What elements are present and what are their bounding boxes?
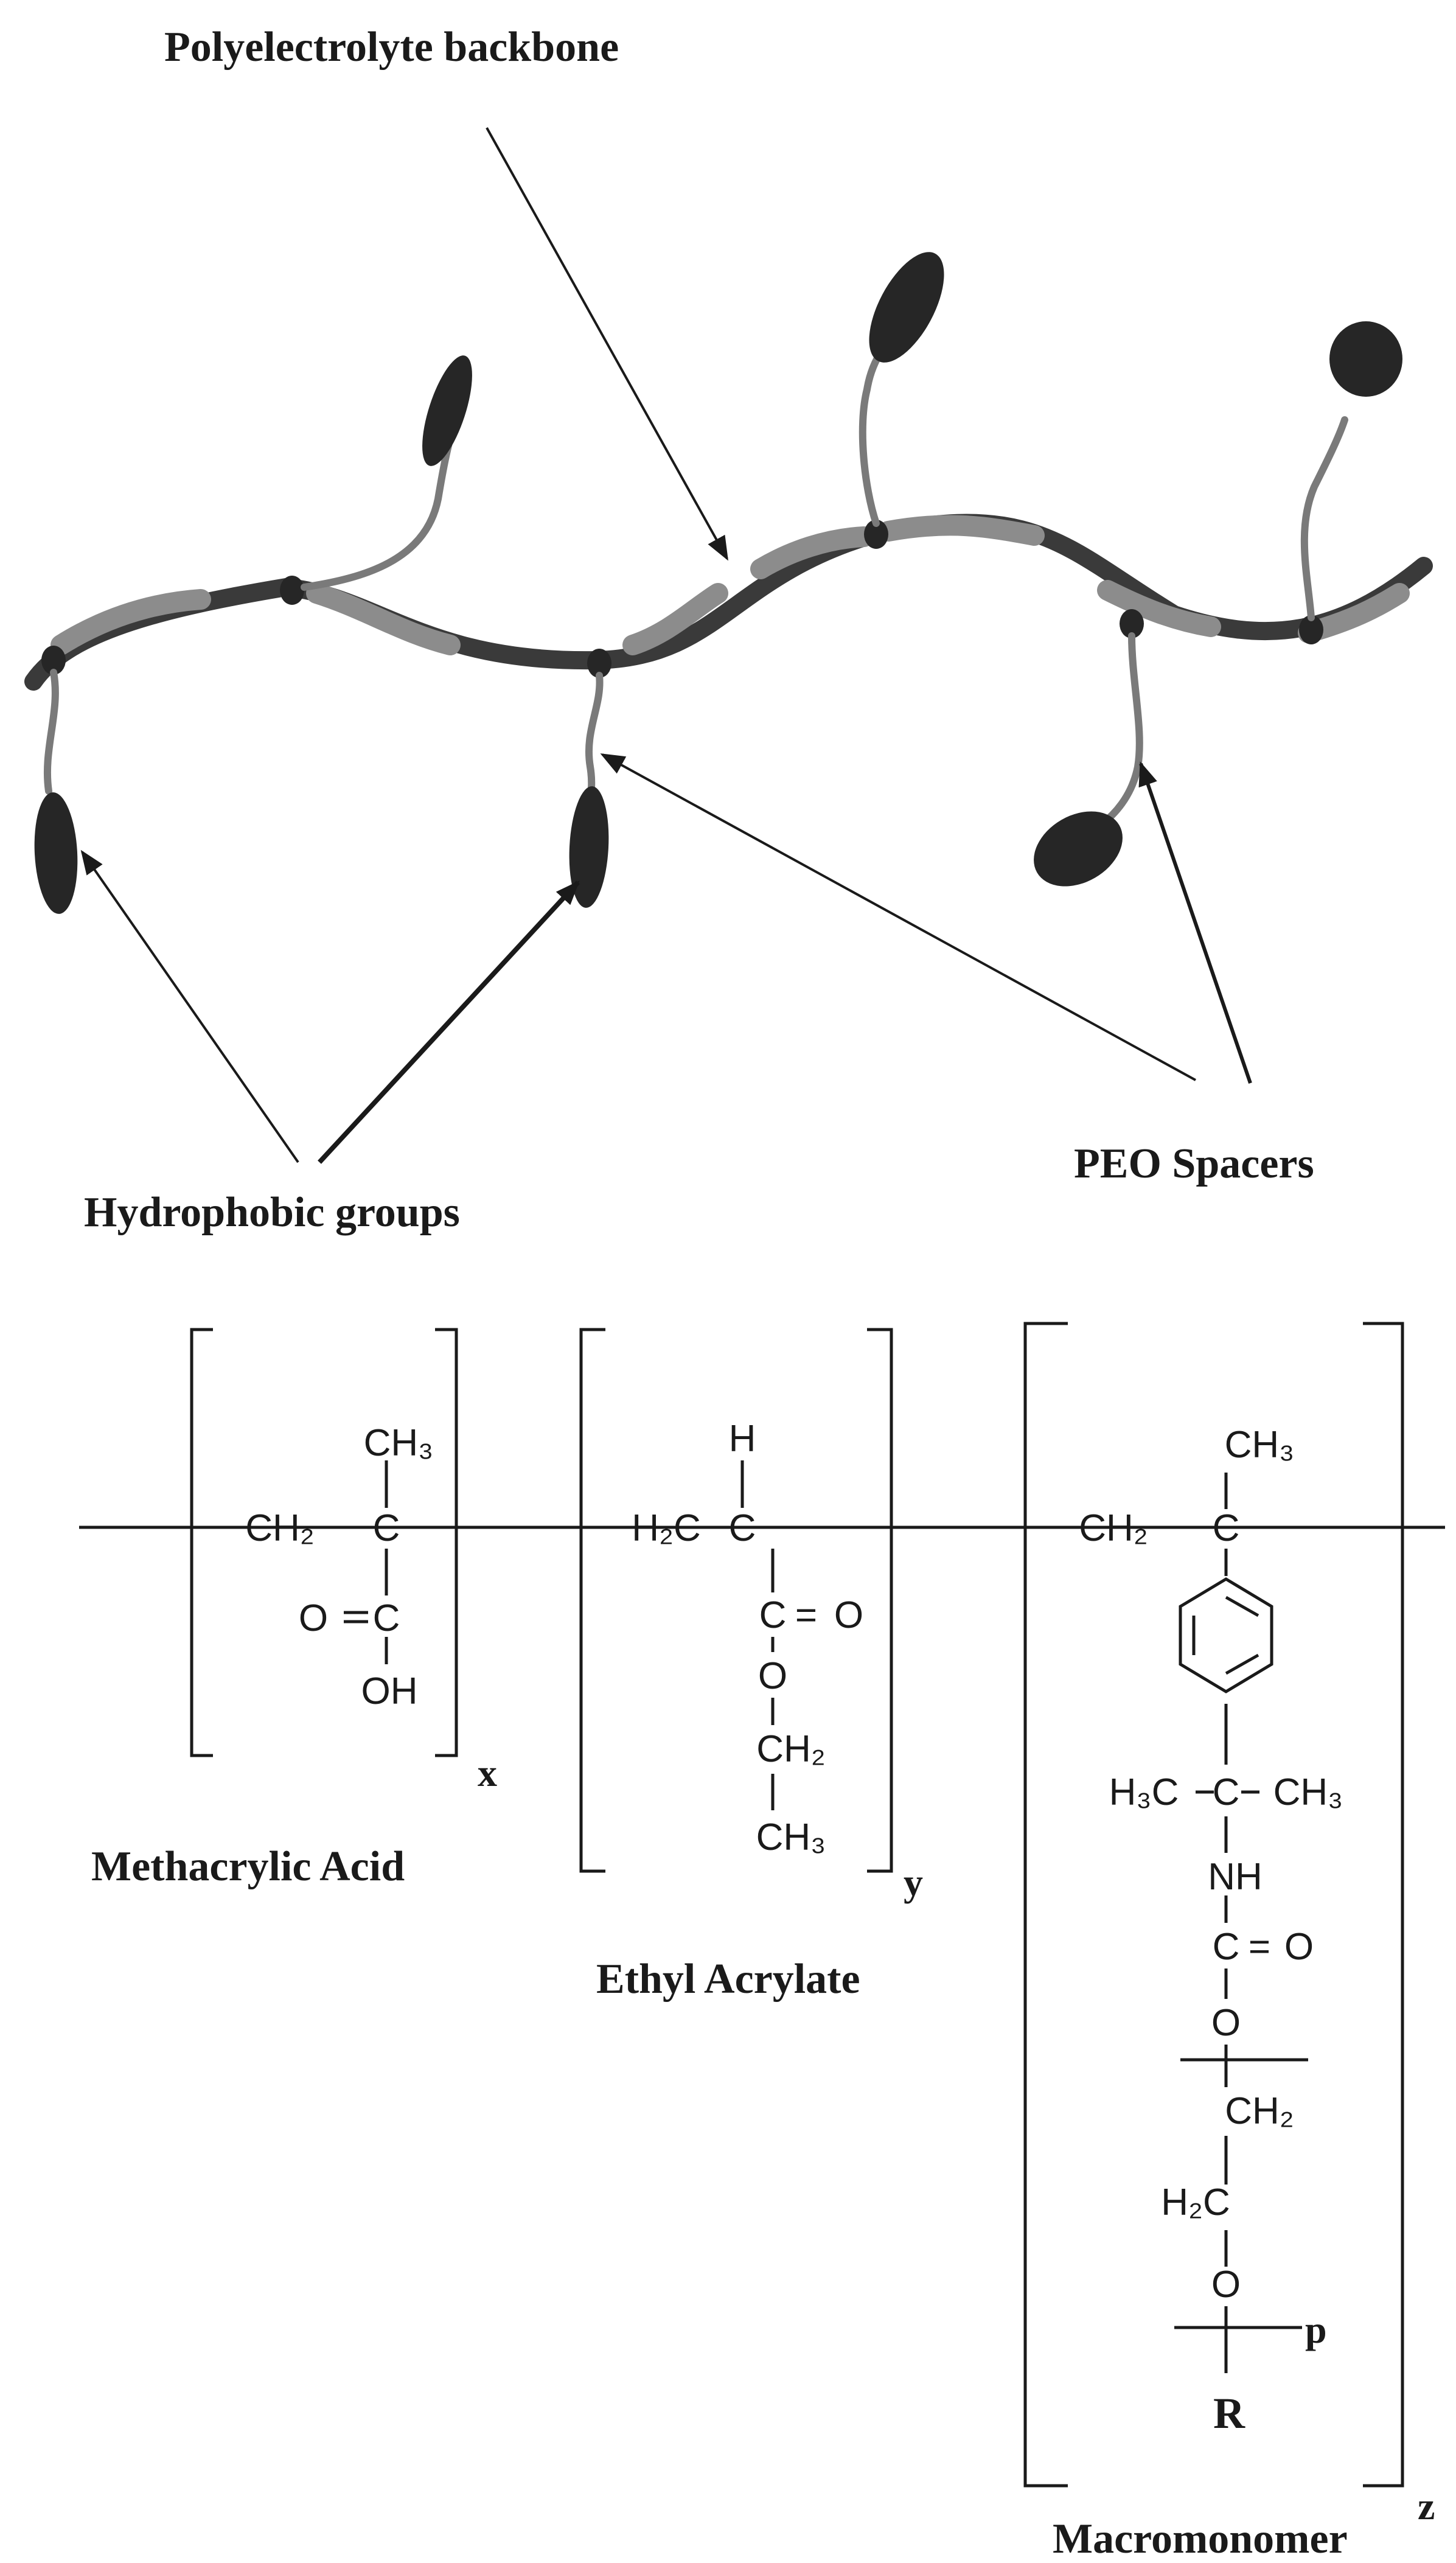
hydrophobic-group xyxy=(422,355,472,466)
ea-c: C xyxy=(729,1507,756,1549)
methacrylic-label: Methacrylic Acid xyxy=(91,1843,405,1890)
node xyxy=(864,520,888,549)
subscript-y: y xyxy=(904,1861,923,1904)
ma-ch2: CH₂ xyxy=(245,1507,315,1549)
peo-arrow-left xyxy=(600,753,1196,1081)
mm-c3: C xyxy=(1213,1926,1240,1968)
bracket-z-right xyxy=(1363,1322,1404,2488)
mm-nh: NH xyxy=(1208,1856,1263,1898)
ma-o: O xyxy=(299,1597,328,1639)
mm-ch2b: CH₂ xyxy=(1225,2090,1294,2132)
peo-spacers xyxy=(43,346,1348,828)
ma-oh: OH xyxy=(361,1670,418,1712)
mm-o3: O xyxy=(1211,2264,1241,2306)
mm-o: O xyxy=(1284,1926,1314,1968)
node xyxy=(41,646,66,675)
mm-c: C xyxy=(1213,1507,1240,1549)
hydrophobic-group xyxy=(569,786,609,908)
serif-labels: R x y z p Methacrylic Acid Ethyl Acrylat… xyxy=(91,1751,1435,2562)
hydrophobic-group xyxy=(1034,811,1123,887)
ea-o2: O xyxy=(758,1655,787,1697)
bracket-y-right xyxy=(867,1328,893,1873)
backbone-schematic: Polyelectrolyte backbone Hydrophobic gro… xyxy=(24,24,1433,1236)
bracket-z-left xyxy=(1023,1322,1068,2488)
ea-h: H xyxy=(729,1418,756,1460)
ring-double-bond xyxy=(1225,1653,1259,1675)
subscript-z: z xyxy=(1418,2485,1435,2528)
polyelectrolyte-backbone xyxy=(24,514,1433,691)
ea-ch2: CH₂ xyxy=(756,1728,826,1770)
mm-ch3: CH₃ xyxy=(1225,1424,1295,1466)
ea-c2: C xyxy=(759,1594,787,1636)
benzene-ring xyxy=(1179,1577,1273,1693)
hydrophobic-group xyxy=(1329,321,1402,397)
mm-ch2: CH₂ xyxy=(1079,1507,1148,1549)
ethyl-label: Ethyl Acrylate xyxy=(596,1956,860,2003)
ma-c: C xyxy=(373,1507,400,1549)
hydrophobic-arrow-right xyxy=(318,880,580,1164)
ma-c2: C xyxy=(373,1597,400,1639)
attachment-nodes xyxy=(41,520,1323,678)
mm-r: R xyxy=(1213,2389,1245,2438)
hydrophobic-arrow-left xyxy=(80,849,299,1163)
bracket-x-right xyxy=(435,1328,458,1757)
mm-ch3b: CH₃ xyxy=(1273,1771,1343,1813)
ea-h2c: H₂C xyxy=(632,1507,701,1549)
hydrophobic-group xyxy=(34,792,78,914)
subscript-x: x xyxy=(478,1751,497,1794)
hydrophobic-group xyxy=(869,252,944,363)
ea-ch3: CH₃ xyxy=(756,1816,826,1858)
peo-arrow-right xyxy=(1138,761,1252,1084)
backbone-arrow xyxy=(486,127,728,561)
peo-label: PEO Spacers xyxy=(1074,1140,1314,1187)
mm-o2: O xyxy=(1211,2002,1241,2044)
macromonomer-label: Macromonomer xyxy=(1053,2516,1348,2562)
ma-ch3: CH₃ xyxy=(364,1422,434,1464)
node xyxy=(1120,609,1144,638)
node xyxy=(587,649,611,678)
mm-dbl: = xyxy=(1249,1926,1270,1968)
formula-text: CH₂ C CH₃ O C OH H H₂C C C = O O CH₂ CH₃… xyxy=(245,1418,1343,2306)
bracket-x-left xyxy=(190,1328,213,1757)
mm-h2c: H₂C xyxy=(1161,2181,1230,2223)
ea-o: O xyxy=(834,1594,863,1636)
hydrophobic-groups xyxy=(34,252,1402,914)
ea-dbl: = xyxy=(795,1594,817,1636)
pointer-arrows xyxy=(80,127,1252,1164)
mm-c2: C xyxy=(1213,1771,1240,1813)
mm-h3c: H₃C xyxy=(1109,1771,1179,1813)
ring-double-bond xyxy=(1225,1595,1259,1617)
node xyxy=(1299,615,1323,644)
subscript-p: p xyxy=(1305,2308,1327,2351)
hydrophobic-label: Hydrophobic groups xyxy=(84,1189,460,1236)
bracket-y-left xyxy=(579,1328,605,1873)
backbone-label: Polyelectrolyte backbone xyxy=(164,24,619,71)
chemical-structure xyxy=(79,1322,1445,2488)
node xyxy=(280,576,304,605)
